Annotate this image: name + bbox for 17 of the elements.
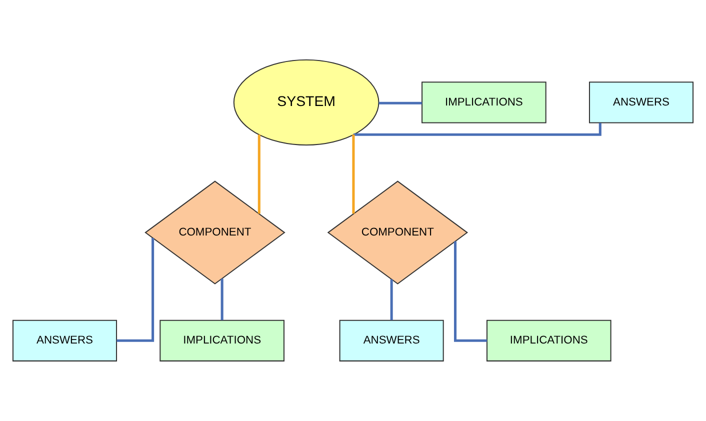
connector bbox=[352, 134, 355, 214]
node-diamond: COMPONENT bbox=[327, 180, 468, 284]
node-box: IMPLICATIONS bbox=[486, 320, 612, 362]
node-diamond: COMPONENT bbox=[144, 180, 286, 284]
node-ellipse: SYSTEM bbox=[233, 59, 380, 146]
connector bbox=[354, 122, 602, 136]
node-box: IMPLICATIONS bbox=[160, 320, 284, 362]
connector bbox=[378, 102, 422, 104]
connector bbox=[454, 241, 487, 342]
connector bbox=[116, 238, 154, 342]
node-box: ANSWERS bbox=[588, 82, 694, 124]
connector bbox=[258, 134, 260, 214]
node-box: ANSWERS bbox=[339, 320, 444, 362]
connector bbox=[220, 278, 224, 320]
connector bbox=[390, 279, 393, 320]
node-box: ANSWERS bbox=[12, 320, 118, 362]
node-box: IMPLICATIONS bbox=[422, 82, 546, 124]
